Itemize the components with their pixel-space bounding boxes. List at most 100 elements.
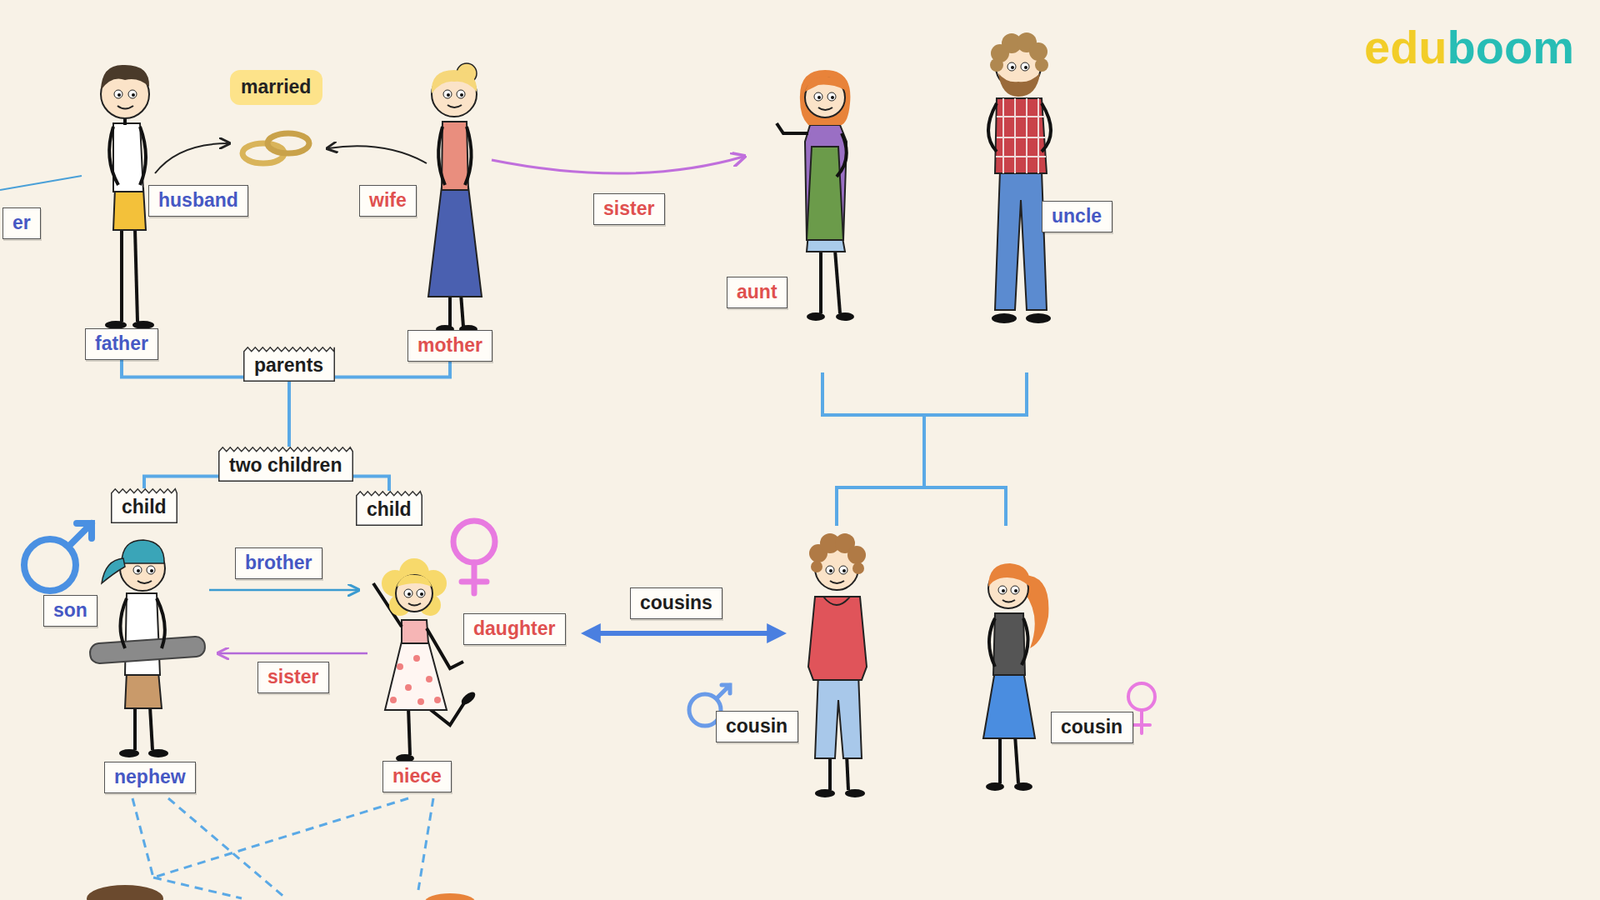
male-symbol — [24, 523, 92, 591]
uncle-figure — [1020, 62, 1030, 71]
label-text: cousin — [1060, 715, 1124, 740]
son-figure — [125, 671, 162, 709]
cousin-boy-figure — [825, 565, 835, 575]
uncle-figure — [995, 98, 1047, 174]
label-text: er — [12, 211, 31, 235]
partial-head — [425, 893, 475, 900]
sister-arrow — [491, 156, 744, 174]
daughter-figure — [390, 655, 441, 705]
relation-tag: married — [230, 70, 323, 105]
dashed-relation-lines — [132, 798, 434, 899]
label-text: two children — [229, 454, 343, 478]
label-text: husband — [158, 189, 239, 213]
daughter-figure — [425, 675, 433, 683]
relation-label: nephew — [104, 761, 196, 794]
relation-label: son — [43, 595, 98, 627]
cousin-girl-figure — [1002, 600, 1015, 603]
son-figure — [150, 569, 154, 573]
mother-figure — [431, 70, 477, 94]
label-text: uncle — [1051, 205, 1103, 229]
cousin-boy-figure — [828, 754, 832, 790]
cousin-girl-figure — [989, 618, 1029, 667]
son-figure — [133, 706, 137, 750]
label-text: son — [53, 599, 88, 623]
group-label: parents — [243, 346, 335, 382]
daughter-figure — [405, 684, 412, 691]
mother-figure — [441, 121, 469, 190]
cousins-arrow — [586, 630, 781, 636]
aunt-figure — [827, 92, 836, 101]
dashed-relation-lines — [132, 798, 154, 878]
daughter-figure — [385, 641, 447, 710]
son-figure — [101, 558, 125, 584]
son-figure — [133, 565, 142, 575]
relation-label: mother — [407, 330, 493, 362]
female-symbol — [461, 562, 487, 594]
female-symbol — [1128, 683, 1155, 710]
wedding-rings — [267, 133, 310, 154]
label-text: child — [121, 495, 167, 520]
group-label: child — [110, 488, 178, 524]
family-bracket — [822, 372, 1027, 526]
son-figure — [125, 593, 160, 675]
cousin-boy-figure — [846, 754, 849, 790]
son-figure — [136, 569, 140, 573]
relation-label: uncle — [1041, 200, 1113, 233]
daughter-figure — [404, 589, 413, 598]
cousin-boy-figure — [809, 533, 866, 575]
family-connector — [144, 476, 219, 489]
label-text: nephew — [114, 765, 186, 790]
relation-label: er — [2, 207, 41, 240]
uncle-figure — [995, 98, 1046, 174]
cousin-boy-figure — [823, 596, 850, 605]
zigzag-outline — [356, 491, 423, 526]
father-figure — [109, 126, 146, 185]
daughter-figure — [408, 603, 421, 606]
relation-label: daughter — [463, 613, 566, 645]
daughter-figure — [373, 583, 464, 669]
label-text: brother — [245, 551, 313, 575]
uncle-figure — [988, 103, 1051, 152]
label-text: married — [240, 75, 312, 100]
aunt-figure — [806, 146, 844, 240]
cousin-boy-figure — [842, 569, 846, 573]
father-figure — [128, 90, 137, 99]
cousin-boy-figure — [852, 562, 865, 575]
daughter-figure — [401, 620, 429, 644]
zigzag-outline — [219, 447, 354, 482]
son-figure — [146, 565, 155, 575]
uncle-figure — [990, 58, 1004, 72]
female-symbol — [1133, 710, 1150, 734]
father-figure — [100, 65, 155, 330]
group-label: two children — [218, 446, 354, 482]
daughter-figure — [408, 706, 410, 755]
family-connector — [353, 476, 390, 491]
relation-label: husband — [148, 185, 249, 217]
wedding-rings — [242, 133, 310, 164]
mother-figure — [456, 90, 465, 99]
father-figure — [131, 93, 135, 97]
label-text: niece — [392, 765, 442, 789]
mother-figure — [460, 293, 464, 327]
cousin-boy-figure — [847, 545, 866, 565]
cousin-boy-figure — [815, 673, 862, 759]
father-figure — [135, 229, 138, 322]
father-figure — [117, 105, 134, 110]
son-figure — [148, 749, 169, 758]
cousin-boy-figure — [810, 560, 823, 573]
label-text: sister — [267, 665, 320, 690]
label-text: father — [95, 332, 149, 356]
partial-head — [86, 885, 164, 900]
cousin-girl-figure — [1014, 589, 1018, 593]
daughter-figure — [434, 696, 441, 704]
son-figure — [89, 635, 205, 665]
cousin-girl-figure — [988, 563, 1030, 587]
zigzag-outline — [244, 347, 335, 382]
cousin-girl-figure — [983, 563, 1155, 791]
aunt-figure — [806, 312, 825, 321]
daughter-figure — [416, 589, 425, 598]
aunt-figure — [830, 95, 835, 100]
daughter-figure — [381, 558, 447, 616]
mother-figure — [447, 105, 462, 108]
